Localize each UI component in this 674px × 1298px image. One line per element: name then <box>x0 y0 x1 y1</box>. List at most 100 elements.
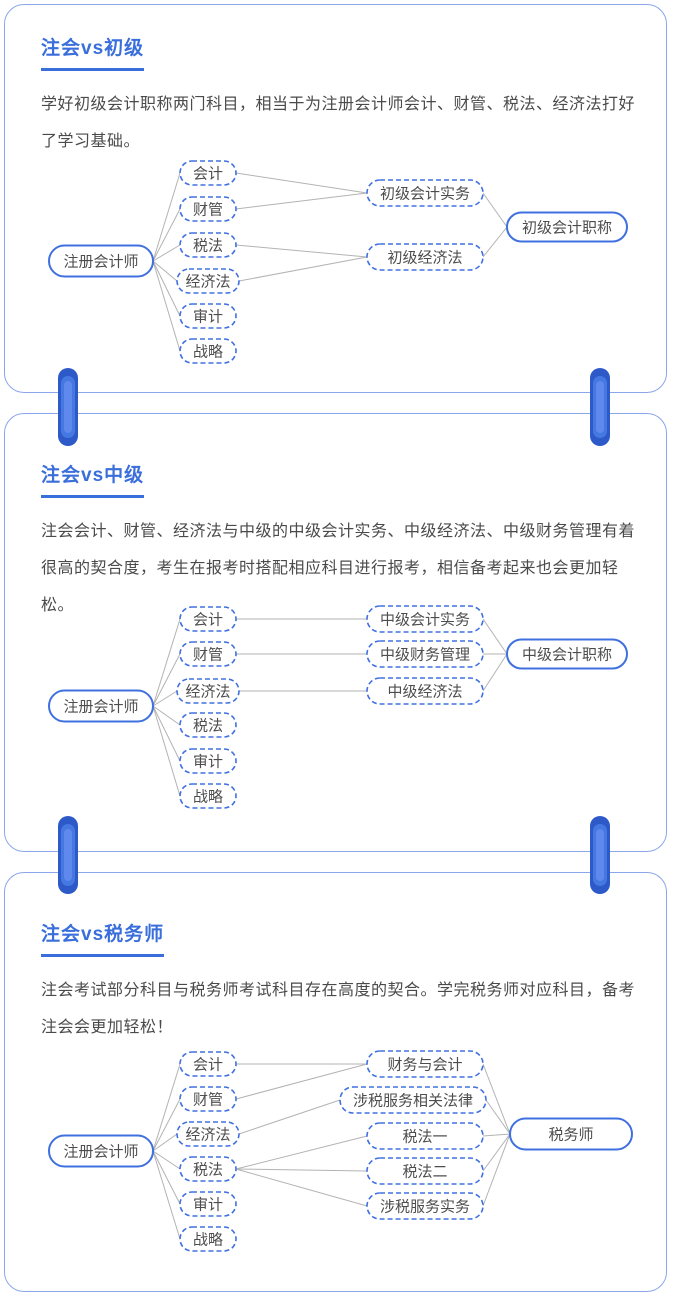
node-label: 经济法 <box>185 274 230 291</box>
node-label: 战略 <box>193 1232 223 1249</box>
diagram-edge-tax-t2 <box>235 244 368 258</box>
diagram-node-law: 经济法 <box>176 1121 240 1147</box>
diagram-edge-cpa-tax <box>152 705 181 726</box>
node-label: 审计 <box>193 1197 223 1214</box>
node-pill <box>179 303 237 329</box>
node-pill <box>506 638 628 670</box>
binder-pin-bottom-right <box>590 816 610 894</box>
diagram-node-law: 经济法 <box>176 678 240 704</box>
node-pill <box>366 640 484 668</box>
node-pill <box>179 1226 237 1252</box>
node-pill <box>176 268 240 294</box>
diagram-node-audit: 审计 <box>179 1191 237 1217</box>
diagram-edge-cpa-law <box>152 690 178 707</box>
diagram-edge-cpa-audit <box>152 1150 181 1205</box>
node-label: 注册会计师 <box>63 254 138 271</box>
node-label: 注册会计师 <box>63 1144 138 1161</box>
diagram-edge-cpa-acc <box>152 618 181 707</box>
node-pill <box>339 1086 487 1114</box>
diagram-node-t2: 涉税服务相关法律 <box>339 1086 487 1114</box>
node-label: 审计 <box>193 309 223 326</box>
node-label: 财管 <box>193 202 223 219</box>
diagram-edge-t4-goal <box>482 1133 511 1172</box>
node-label: 中级财务管理 <box>380 647 470 664</box>
node-pill <box>176 678 240 704</box>
diagram-node-goal: 税务师 <box>509 1117 633 1151</box>
node-pill <box>366 1122 484 1150</box>
diagram-node-strat: 战略 <box>179 1226 237 1252</box>
diagram-edge-fm-t1 <box>235 192 368 210</box>
section-paragraph-intermediate: 注会会计、财管、经济法与中级的中级会计实务、中级经济法、中级财务管理有着很高的契… <box>41 523 636 614</box>
diagram-node-t3: 税法一 <box>366 1122 484 1150</box>
node-pill <box>179 712 237 738</box>
diagram-edge-tax-t5 <box>235 1168 368 1207</box>
node-label: 初级会计实务 <box>380 186 470 203</box>
diagram-edge-cpa-audit <box>152 260 181 317</box>
diagram-node-goal: 中级会计职称 <box>506 638 628 670</box>
node-pill <box>179 1156 237 1182</box>
diagram-edge-t1-goal <box>482 1063 511 1135</box>
node-label: 会计 <box>193 166 223 183</box>
node-pill <box>179 1191 237 1217</box>
diagram-edge-cpa-acc <box>152 1063 181 1152</box>
diagram-edge-cpa-strat <box>152 260 181 352</box>
node-label: 涉税服务相关法律 <box>353 1093 473 1110</box>
node-pill <box>366 243 484 271</box>
card-cpa-vs-tax-agent: 注会vs税务师 注会考试部分科目与税务师考试科目存在高度的契合。学完税务师对应科… <box>4 872 667 1292</box>
node-label: 涉税服务实务 <box>380 1199 470 1216</box>
node-label: 财管 <box>193 1092 223 1109</box>
binder-pin-bottom-left <box>58 816 78 894</box>
diagram-edge-tax-t3 <box>235 1135 368 1170</box>
node-label: 财管 <box>193 647 223 664</box>
node-pill <box>509 1117 633 1151</box>
diagram-edge-cpa-acc <box>152 172 181 262</box>
node-label: 注册会计师 <box>63 699 138 716</box>
node-label: 税务师 <box>548 1127 593 1144</box>
node-pill <box>366 1157 484 1185</box>
node-pill <box>179 160 237 186</box>
pin-highlight <box>64 829 72 881</box>
card-cpa-vs-intermediate: 注会vs中级 注会会计、财管、经济法与中级的中级会计实务、中级经济法、中级财务管… <box>4 413 667 852</box>
node-label: 中级会计职称 <box>522 647 612 664</box>
diagram-node-t1: 财务与会计 <box>366 1050 484 1078</box>
node-pill <box>179 1086 237 1112</box>
node-pill <box>366 179 484 207</box>
diagram-node-cpa: 注册会计师 <box>48 244 154 278</box>
diagram-node-t5: 涉税服务实务 <box>366 1192 484 1220</box>
node-label: 经济法 <box>185 1127 230 1144</box>
diagram-node-tax: 税法 <box>179 232 237 258</box>
node-pill <box>48 1134 154 1168</box>
diagram-edge-cpa-law <box>152 1133 178 1152</box>
node-label: 战略 <box>193 789 223 806</box>
node-pill <box>366 1192 484 1220</box>
node-label: 战略 <box>193 344 223 361</box>
diagram-node-t1: 初级会计实务 <box>366 179 484 207</box>
diagram-node-strat: 战略 <box>179 338 237 364</box>
pin-highlight <box>596 381 604 433</box>
diagram-node-acc: 会计 <box>179 1051 237 1077</box>
diagram-edge-t1-goal <box>482 618 508 655</box>
diagram-node-strat: 战略 <box>179 783 237 809</box>
section-title-tax-agent: 注会vs税务师 <box>41 919 165 957</box>
node-label: 会计 <box>193 1057 223 1074</box>
node-pill <box>179 196 237 222</box>
diagram-edge-t2-goal <box>482 226 508 258</box>
node-label: 初级会计职称 <box>522 220 612 237</box>
node-pill <box>179 232 237 258</box>
diagram-edge-cpa-strat <box>152 1150 181 1240</box>
node-pill <box>366 677 484 705</box>
diagram-node-t2: 初级经济法 <box>366 243 484 271</box>
diagram-edge-law-t2 <box>238 256 368 282</box>
binder-pin-top-right <box>590 368 610 446</box>
node-pill <box>179 641 237 667</box>
node-pill <box>48 689 154 723</box>
pin-highlight <box>64 381 72 433</box>
section-title-intermediate: 注会vs中级 <box>41 460 145 498</box>
diagram-node-t4: 税法二 <box>366 1157 484 1185</box>
diagram-node-acc: 会计 <box>179 160 237 186</box>
node-pill <box>179 1051 237 1077</box>
diagram-edge-cpa-fm <box>152 1098 181 1152</box>
node-pill <box>179 338 237 364</box>
diagram-node-audit: 审计 <box>179 748 237 774</box>
diagram-edge-cpa-tax <box>152 244 181 262</box>
